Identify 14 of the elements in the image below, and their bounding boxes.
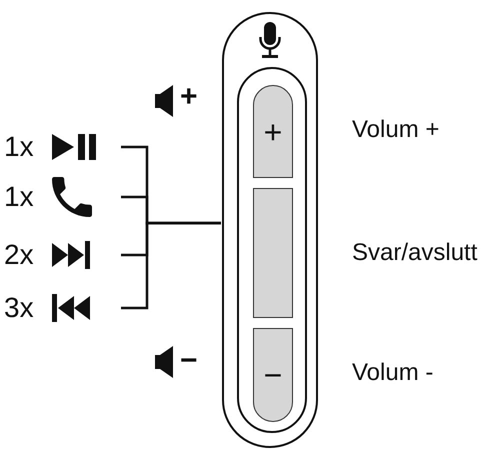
- press-count-text: 3x: [4, 294, 34, 322]
- volume-label: Volum -: [352, 359, 434, 387]
- middle-button: [253, 188, 293, 318]
- plus-button: +: [253, 85, 293, 178]
- button-panel: [237, 67, 307, 433]
- volume-label: Volum +: [352, 116, 440, 144]
- plus-sign: +: [180, 82, 198, 112]
- press-count-text: 2x: [4, 241, 34, 269]
- press-count-text: 1x: [4, 133, 34, 161]
- connector-line: [121, 222, 221, 310]
- minus-button: −: [253, 328, 293, 422]
- press-count-text: 1x: [4, 183, 34, 211]
- function-label: Svar/avslutt: [352, 239, 478, 267]
- minus-sign: −: [180, 346, 198, 376]
